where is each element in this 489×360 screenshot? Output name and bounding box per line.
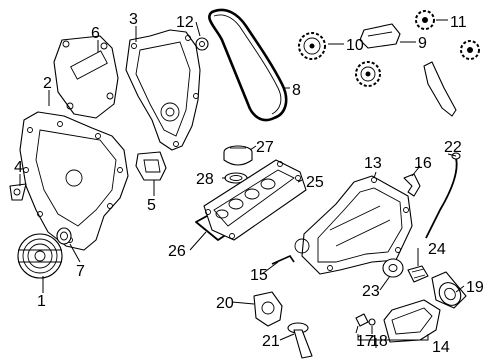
part-5-gasket [135, 151, 167, 181]
bracket-17-18-14 [357, 334, 429, 341]
callout-16: 16 [414, 155, 432, 172]
part-7-seal [56, 227, 72, 245]
part-9-chain-guides [359, 23, 457, 117]
part-11-small-sprockets [415, 10, 480, 60]
callout-14: 14 [432, 339, 450, 356]
callout-labels: 1 2 3 4 5 6 7 8 9 10 11 12 13 14 15 16 1… [14, 11, 484, 356]
part-1-crank-pulley [17, 233, 63, 279]
part-24-fitting [407, 265, 429, 283]
part-27-oil-cap [223, 145, 253, 166]
callout-18: 18 [370, 333, 388, 350]
callout-20: 20 [216, 295, 234, 312]
part-8-timing-chain [208, 8, 288, 122]
part-14-lower-pan [383, 299, 441, 343]
callout-28: 28 [196, 171, 214, 188]
callout-6: 6 [91, 25, 100, 42]
part-23-washer [382, 258, 404, 278]
callout-9: 9 [418, 35, 427, 52]
callout-5: 5 [147, 197, 156, 214]
part-19-oil-filter [431, 271, 467, 309]
callout-25: 25 [306, 174, 324, 191]
callout-11: 11 [450, 14, 467, 31]
callout-12: 12 [176, 14, 194, 31]
part-25-valve-cover [203, 159, 307, 241]
callout-22: 22 [444, 139, 462, 156]
callout-23: 23 [362, 283, 380, 300]
callout-2: 2 [43, 75, 52, 92]
callout-24: 24 [428, 241, 446, 258]
callout-17: 17 [356, 333, 374, 350]
part-17-plug [355, 313, 369, 327]
callout-4: 4 [14, 159, 23, 176]
callout-19: 19 [466, 279, 484, 296]
part-16-bracket [403, 173, 421, 197]
part-15-tube [271, 254, 295, 265]
leader-lines [19, 19, 465, 348]
callout-26: 26 [168, 243, 186, 260]
part-18-washer [368, 318, 376, 326]
callout-15: 15 [250, 267, 268, 284]
callout-27: 27 [256, 139, 274, 156]
part-6-plate [53, 35, 119, 119]
callout-13: 13 [364, 155, 382, 172]
callout-7: 7 [76, 263, 85, 280]
part-10-sprockets [298, 32, 381, 87]
part-12-plug [195, 37, 209, 51]
part-3-timing-cover [125, 29, 201, 151]
callout-3: 3 [129, 11, 138, 28]
callout-1: 1 [37, 293, 46, 310]
part-21-strainer [287, 322, 313, 359]
callout-8: 8 [292, 82, 301, 99]
callout-10: 10 [346, 37, 364, 54]
part-13-oil-pan [294, 175, 413, 275]
part-20-oil-pump [253, 291, 283, 327]
part-2-front-cover [19, 111, 129, 251]
part-4-gasket [9, 183, 27, 201]
callout-21: 21 [262, 333, 280, 350]
